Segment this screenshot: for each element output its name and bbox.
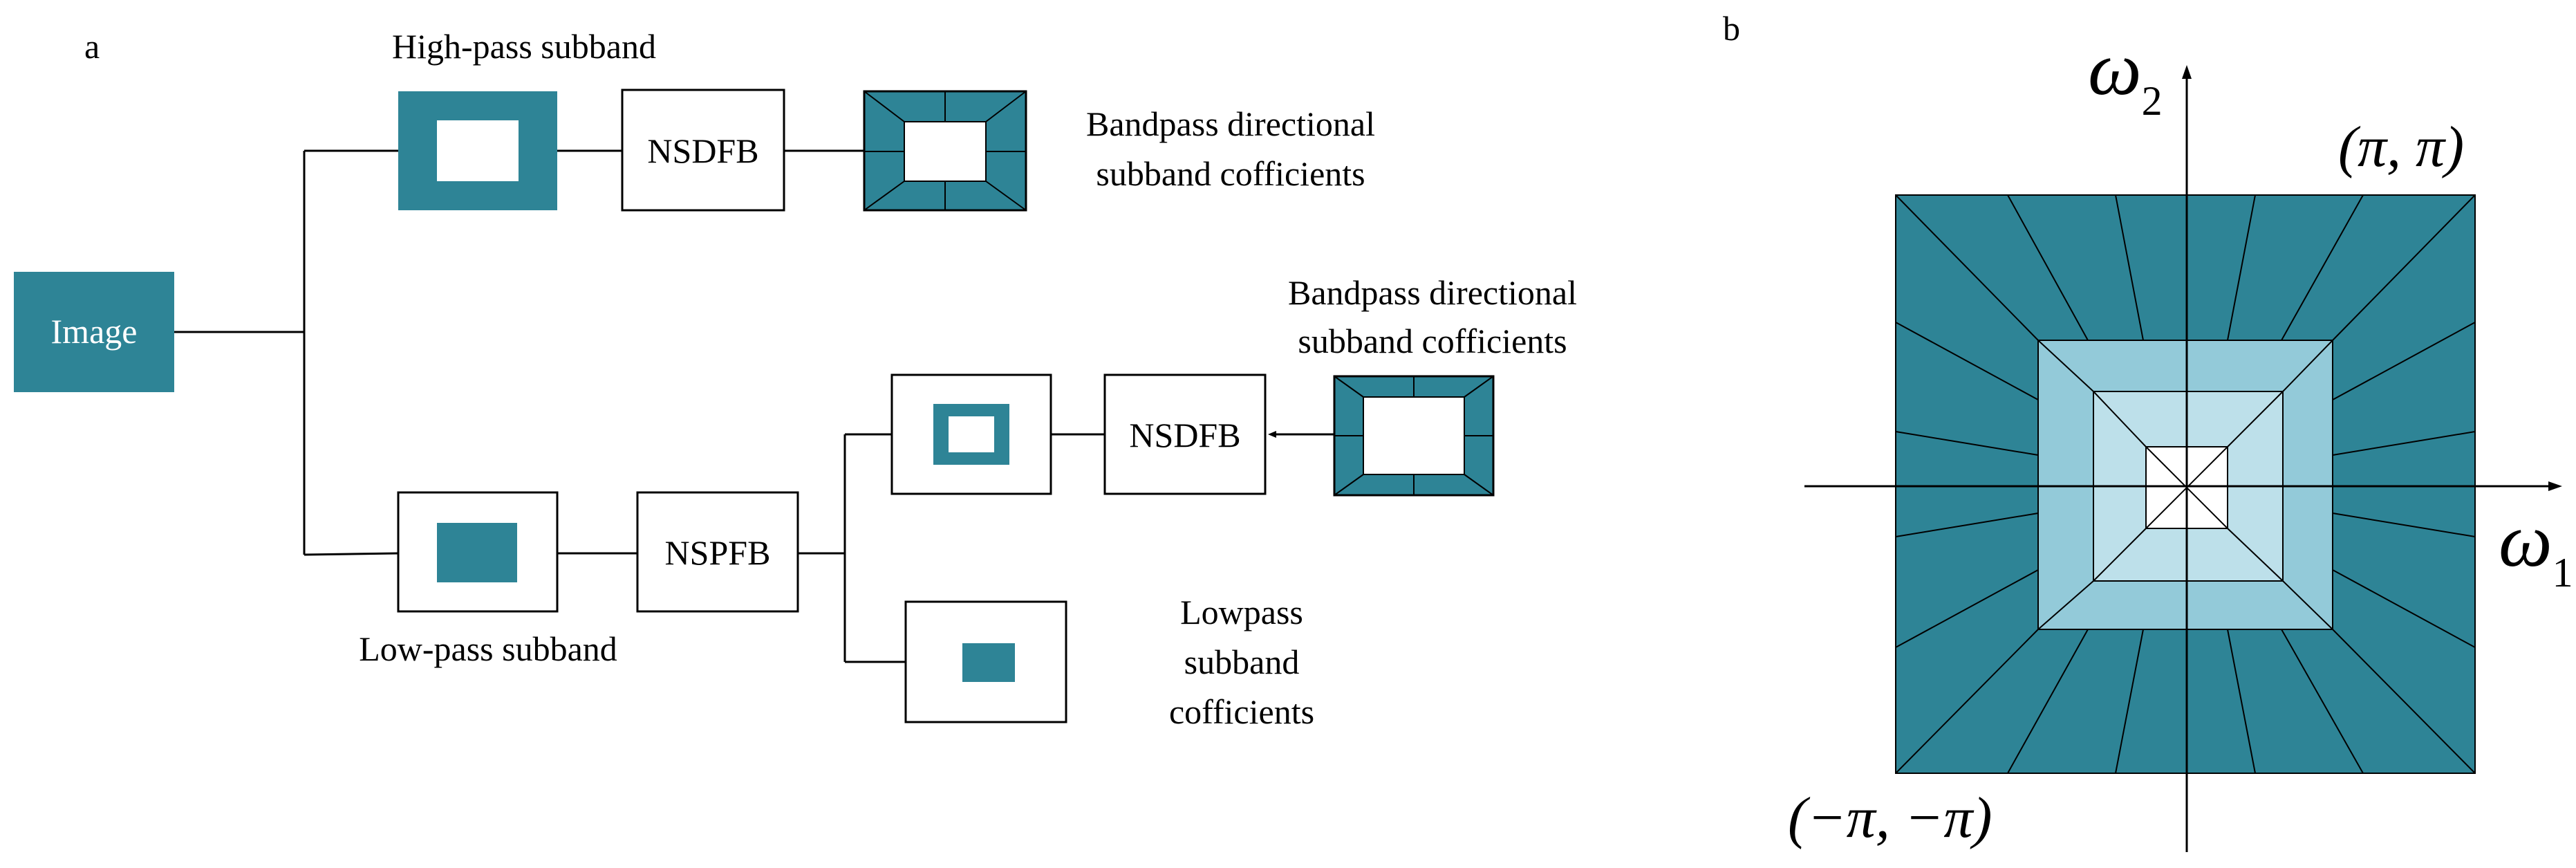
omega1-label: ω1	[2499, 498, 2573, 595]
corner-top-right-label: (π, π)	[2338, 115, 2464, 179]
nsdfb-top-label: NSDFB	[647, 131, 758, 170]
arrow-head	[1268, 431, 1276, 438]
outer-band-direction-lines	[1895, 194, 2476, 774]
low-pass-label: Low-pass subband	[359, 629, 617, 668]
nsdfb-bottom-box	[1103, 373, 1267, 495]
panel-b: b	[1723, 9, 2573, 852]
bandpass-directional-bottom-icon	[1333, 375, 1495, 497]
bandpass-top-text-line2: subband cofficients	[1096, 154, 1365, 193]
high-pass-subband-icon	[398, 91, 557, 210]
x-axis-arrow	[2548, 481, 2562, 491]
connector-lines	[174, 149, 1334, 663]
omega2-label: ω2	[2088, 26, 2163, 124]
nsdfb-top-box	[621, 89, 785, 212]
image-block	[14, 272, 174, 392]
lowpass-text-line2: subband	[1184, 643, 1300, 681]
y-axis-arrow	[2182, 65, 2192, 79]
lowpass-subband-icon	[904, 600, 1067, 723]
bandpass-directional-top-icon	[863, 90, 1027, 212]
panel-a: a Image High-pass subband	[14, 27, 1577, 731]
panel-b-label: b	[1723, 9, 1740, 48]
bandpass-bottom-text-line2: subband cofficients	[1298, 322, 1567, 360]
bandpass-subband-icon	[890, 373, 1052, 495]
lowpass-text-line3: cofficients	[1169, 692, 1314, 731]
nspfb-box	[636, 491, 799, 613]
panel-a-label: a	[84, 27, 100, 66]
high-pass-label: High-pass subband	[392, 27, 656, 66]
lowpass-text-line1: Lowpass	[1180, 593, 1303, 631]
image-label: Image	[51, 312, 138, 351]
bandpass-bottom-text-line1: Bandpass directional	[1288, 273, 1577, 312]
bandpass-top-text-line1: Bandpass directional	[1086, 104, 1375, 143]
corner-bottom-left-label: (−π, −π)	[1788, 786, 1992, 850]
middle-band-diagonals	[2037, 340, 2333, 630]
inner-band-diagonals	[2093, 391, 2284, 582]
nspfb-label: NSPFB	[665, 533, 771, 572]
frequency-axes	[1804, 73, 2554, 852]
nsdfb-bottom-label: NSDFB	[1129, 416, 1240, 454]
low-pass-subband-icon	[397, 491, 559, 613]
